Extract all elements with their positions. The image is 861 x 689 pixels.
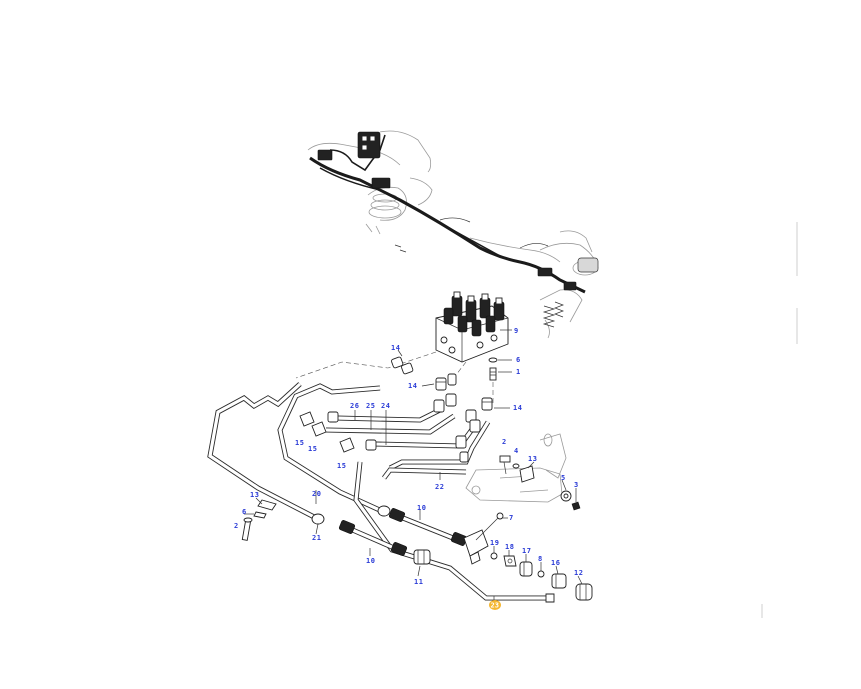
valve-block xyxy=(435,291,509,381)
callout-14[interactable]: 14 xyxy=(391,344,400,352)
hoses-10 xyxy=(311,505,468,556)
fittings-14 xyxy=(391,356,493,411)
callout-12[interactable]: 12 xyxy=(574,569,583,577)
ball-valve xyxy=(463,512,504,565)
callout-leaders xyxy=(244,329,583,600)
callout-15[interactable]: 15 xyxy=(337,462,346,470)
callout-14[interactable]: 14 xyxy=(513,404,522,412)
callout-10[interactable]: 10 xyxy=(417,504,426,512)
clamp-assembly xyxy=(241,499,277,541)
callout-5[interactable]: 5 xyxy=(561,474,566,482)
callout-17[interactable]: 17 xyxy=(522,547,531,555)
callout-2[interactable]: 2 xyxy=(234,522,239,530)
callout-15[interactable]: 15 xyxy=(295,439,304,447)
callout-20[interactable]: 20 xyxy=(312,490,321,498)
callout-13[interactable]: 13 xyxy=(528,455,537,463)
couplers xyxy=(413,549,593,603)
callout-4[interactable]: 4 xyxy=(514,447,519,455)
callout-19[interactable]: 19 xyxy=(490,539,499,547)
callout-7[interactable]: 7 xyxy=(509,514,514,522)
callout-21[interactable]: 21 xyxy=(312,534,321,542)
callout-10[interactable]: 10 xyxy=(366,557,375,565)
callout-6[interactable]: 6 xyxy=(516,356,521,364)
callout-2[interactable]: 2 xyxy=(502,438,507,446)
hydraulic-pipes xyxy=(207,382,548,601)
fittings-15 xyxy=(299,411,377,453)
callout-3[interactable]: 3 xyxy=(574,481,579,489)
callout-25[interactable]: 25 xyxy=(366,402,375,410)
upper-harness-assembly xyxy=(307,130,599,339)
callout-11[interactable]: 11 xyxy=(414,578,423,586)
callout-26[interactable]: 26 xyxy=(350,402,359,410)
bracket-assembly xyxy=(465,433,581,511)
callout-1[interactable]: 1 xyxy=(516,368,521,376)
leader-dashed xyxy=(295,351,437,379)
callout-23-highlighted[interactable]: 23 xyxy=(489,600,501,610)
callout-13[interactable]: 13 xyxy=(250,491,259,499)
callout-14[interactable]: 14 xyxy=(408,382,417,390)
callout-8[interactable]: 8 xyxy=(538,555,543,563)
callout-15[interactable]: 15 xyxy=(308,445,317,453)
callout-18[interactable]: 18 xyxy=(505,543,514,551)
callout-16[interactable]: 16 xyxy=(551,559,560,567)
callout-6[interactable]: 6 xyxy=(242,508,247,516)
pipe-end-fittings xyxy=(433,393,481,463)
callout-23[interactable]: 23 xyxy=(491,602,499,610)
callout-9[interactable]: 9 xyxy=(514,327,519,335)
callout-24[interactable]: 24 xyxy=(381,402,390,410)
callout-22[interactable]: 22 xyxy=(435,483,444,491)
